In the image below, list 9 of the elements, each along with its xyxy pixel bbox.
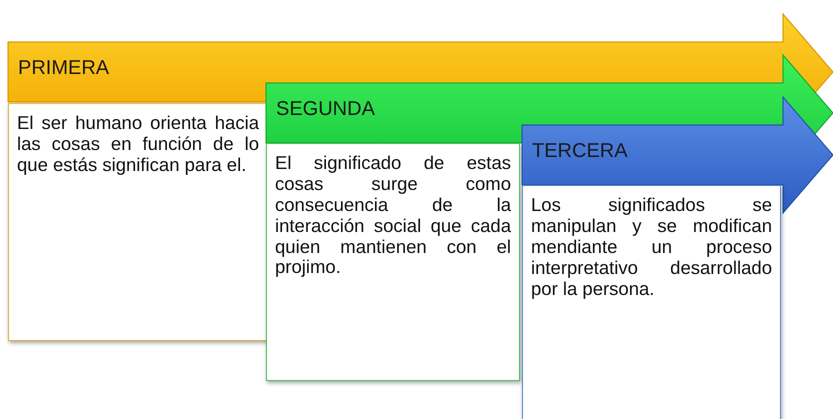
band-title: TERCERA [532,141,628,161]
body-text: El ser humano orienta hacia las cosas en función de lo que estás significan para el. [17,113,259,176]
text-card [522,185,781,419]
band-title: PRIMERA [18,58,110,78]
text-card [8,103,268,341]
text-card [266,143,520,381]
body-text: El significado de estas cosas surge como consecuencia de la interacción social que cada quien mantienen con el projimo. [275,153,511,278]
band-title: SEGUNDA [276,99,375,119]
body-text: Los significados se manipulan y se modifican mendiante un proceso interpretativo desarrollado por la persona. [531,195,772,300]
